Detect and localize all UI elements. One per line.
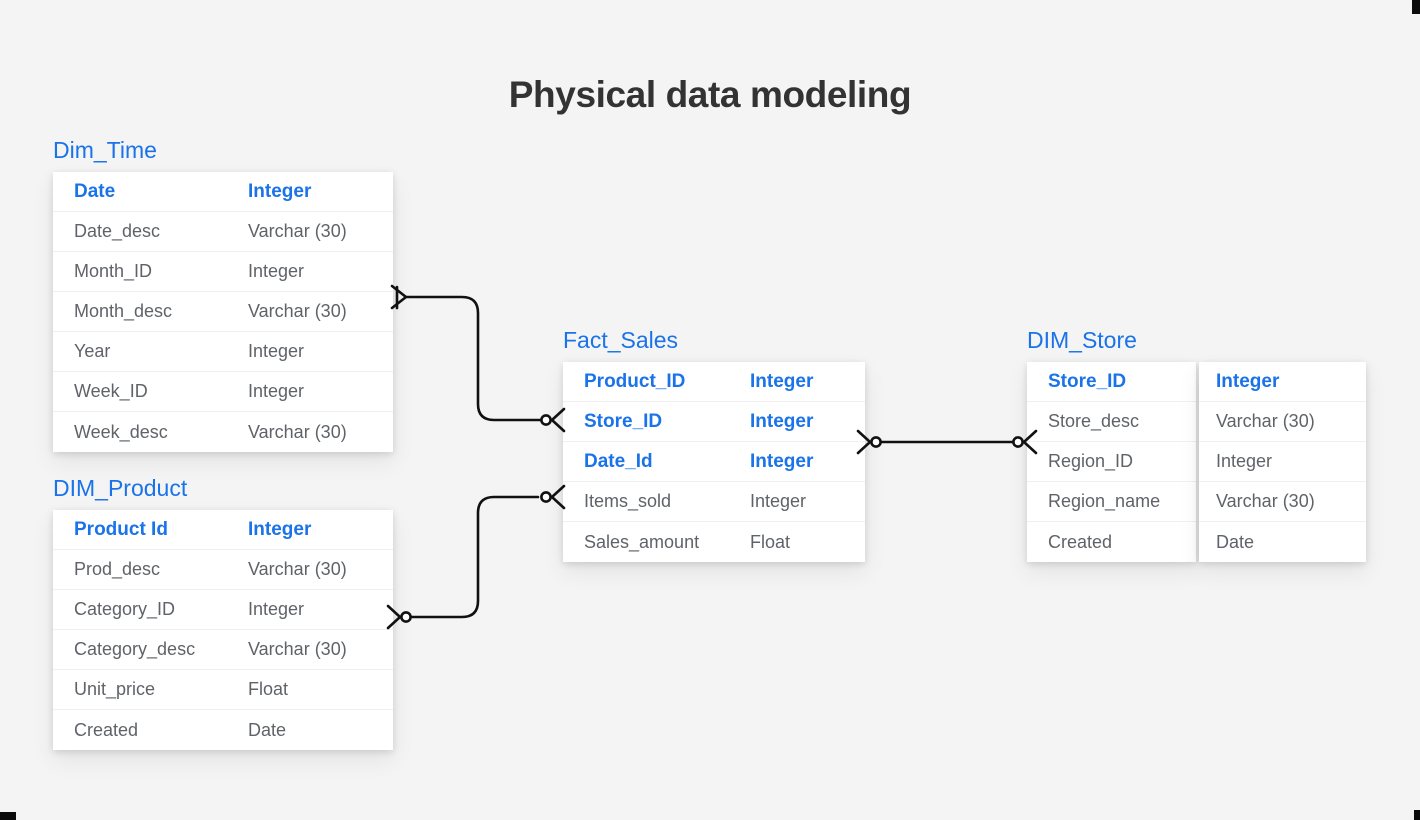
attribute-row: Month_ID [53,252,243,292]
attribute-type: Integer [745,482,865,522]
attribute-type: Integer [243,372,393,412]
attribute-row: Date [53,172,243,212]
attribute-row: Region_name [1027,482,1196,522]
attribute-row: Store_ID [563,402,745,442]
crowsfoot-zero-or-many-right [540,484,566,510]
attribute-type: Integer [1199,362,1366,402]
entity-card-dim-time: Date Date_desc Month_ID Month_desc Year … [53,172,393,452]
relationship-line-product-sales [406,495,540,619]
attribute-type: Float [243,670,393,710]
attribute-row: Category_ID [53,590,243,630]
attribute-type: Integer [243,252,393,292]
attribute-row: Category_desc [53,630,243,670]
entity-dim-time[interactable]: Dim_Time Date Date_desc Month_ID Month_d… [53,139,393,452]
entity-title-fact-sales: Fact_Sales [563,327,679,353]
relationship-line-time-sales [404,295,546,422]
corner-artifact-bottom-left [0,812,16,820]
attribute-name-column: Date Date_desc Month_ID Month_desc Year … [53,172,243,452]
attribute-row: Items_sold [563,482,745,522]
attribute-row: Created [74,719,139,740]
attribute-row: Month_desc [53,292,243,332]
attribute-row: Year [53,332,243,372]
entity-dim-product[interactable]: DIM_Product Product Id Prod_desc Categor… [53,477,393,750]
attribute-type: Varchar (30) [243,550,393,590]
attribute-type: Varchar (30) [248,421,347,442]
attribute-type: Integer [745,442,865,482]
attribute-row: Prod_desc [53,550,243,590]
attribute-type: Varchar (30) [243,292,393,332]
attribute-type: Varchar (30) [1199,482,1366,522]
attribute-row: Unit_price [53,670,243,710]
corner-artifact-top-right [1412,0,1420,14]
attribute-row: Week_ID [53,372,243,412]
attribute-row: Region_ID [1027,442,1196,482]
attribute-row: Date_Id [563,442,745,482]
entity-dim-store[interactable]: DIM_Store Store_ID Store_desc Region_ID … [1027,329,1366,562]
attribute-type: Integer [243,510,393,550]
entity-card-dim-product: Product Id Prod_desc Category_ID Categor… [53,510,393,750]
attribute-type-column: Integer Varchar (30) Integer Varchar (30… [1199,362,1366,562]
attribute-type: Date [248,719,287,740]
attribute-type: Integer [745,402,865,442]
attribute-name-column: Store_ID Store_desc Region_ID Region_nam… [1027,362,1196,562]
attribute-type: Integer [745,362,865,402]
crowsfoot-one-or-many-left [390,284,408,310]
attribute-row: Store_ID [1027,362,1196,402]
entity-title-dim-store: DIM_Store [1027,327,1137,353]
attribute-type: Integer [243,332,393,372]
corner-artifact-bottom-right [1414,810,1420,820]
attribute-type: Varchar (30) [243,212,393,252]
attribute-row: Created [1048,531,1113,552]
attribute-type-column: Integer Varchar (30) Integer Varchar (30… [243,510,393,750]
attribute-row: Week_desc [74,421,168,442]
attribute-type: Date [1216,531,1255,552]
attribute-type: Float [750,531,791,552]
attribute-type: Varchar (30) [243,630,393,670]
entity-fact-sales[interactable]: Fact_Sales Product_ID Store_ID Date_Id I… [563,329,865,562]
attribute-name-column: Product Id Prod_desc Category_ID Categor… [53,510,243,750]
entity-card-dim-store: Store_ID Store_desc Region_ID Region_nam… [1027,362,1366,562]
entity-title-dim-product: DIM_Product [53,475,188,501]
entity-title-dim-time: Dim_Time [53,137,157,163]
attribute-name-column: Product_ID Store_ID Date_Id Items_sold S… [563,362,745,562]
page-title: Physical data modeling [508,74,912,115]
attribute-row: Date_desc [53,212,243,252]
attribute-row: Store_desc [1027,402,1196,442]
attribute-type: Integer [1199,442,1366,482]
entity-card-fact-sales: Product_ID Store_ID Date_Id Items_sold S… [563,362,865,562]
attribute-type: Integer [243,590,393,630]
attribute-row: Sales_amount [584,531,700,552]
attribute-type-column: Integer Varchar (30) Integer Varchar (30… [243,172,393,452]
attribute-type: Integer [243,172,393,212]
attribute-row: Product Id [53,510,243,550]
crowsfoot-zero-or-many-right [540,407,566,433]
attribute-row: Product_ID [563,362,745,402]
attribute-type-column: Integer Integer Integer Integer Float [745,362,865,562]
attribute-type: Varchar (30) [1199,402,1366,442]
